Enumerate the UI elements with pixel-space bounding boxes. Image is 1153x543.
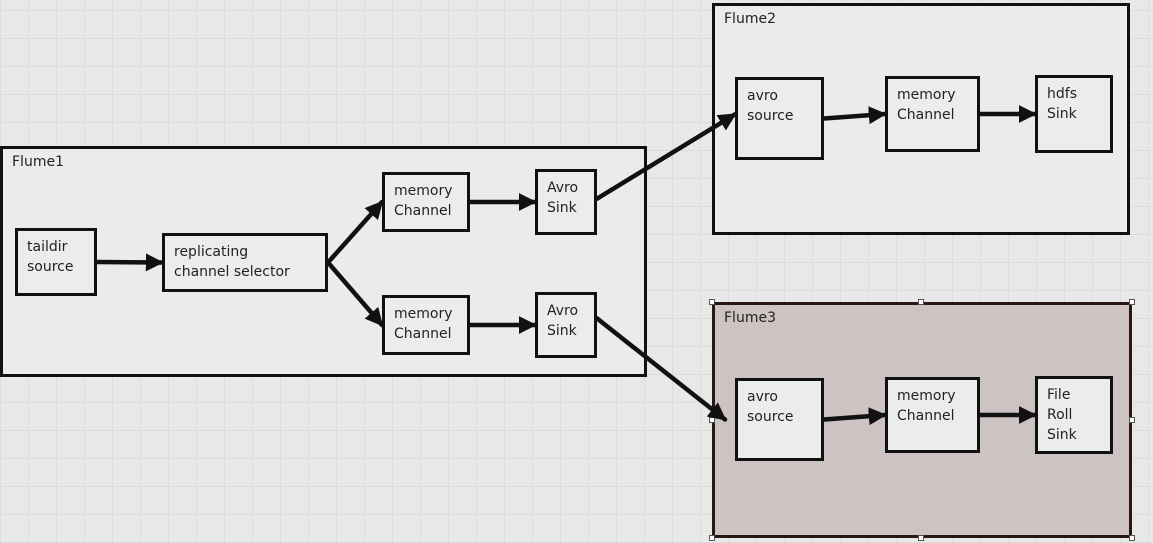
node-avro-source-flume3[interactable]: avro source — [735, 378, 824, 461]
node-avro-source-flume2[interactable]: avro source — [735, 77, 824, 160]
resize-handle-ne[interactable] — [1129, 299, 1135, 305]
node-avro-sink-2[interactable]: Avro Sink — [535, 292, 597, 358]
node-memory-channel-2[interactable]: memory Channel — [382, 295, 470, 355]
resize-handle-s[interactable] — [918, 535, 924, 541]
group-title-flume1: Flume1 — [12, 154, 64, 170]
node-hdfs-sink[interactable]: hdfs Sink — [1035, 75, 1113, 153]
resize-handle-e[interactable] — [1129, 417, 1135, 423]
resize-handle-sw[interactable] — [709, 535, 715, 541]
node-memory-channel-flume3[interactable]: memory Channel — [885, 377, 980, 453]
node-replicating-channel-selector[interactable]: replicating channel selector — [162, 233, 328, 292]
group-title-flume2: Flume2 — [724, 11, 776, 27]
node-avro-sink-1[interactable]: Avro Sink — [535, 169, 597, 235]
node-memory-channel-1[interactable]: memory Channel — [382, 172, 470, 232]
node-taildir-source[interactable]: taildir source — [15, 228, 97, 296]
resize-handle-nw[interactable] — [709, 299, 715, 305]
node-memory-channel-flume2[interactable]: memory Channel — [885, 76, 980, 152]
node-file-roll-sink[interactable]: File Roll Sink — [1035, 376, 1113, 454]
group-title-flume3: Flume3 — [724, 310, 776, 326]
resize-handle-w[interactable] — [709, 417, 715, 423]
resize-handle-n[interactable] — [918, 299, 924, 305]
resize-handle-se[interactable] — [1129, 535, 1135, 541]
